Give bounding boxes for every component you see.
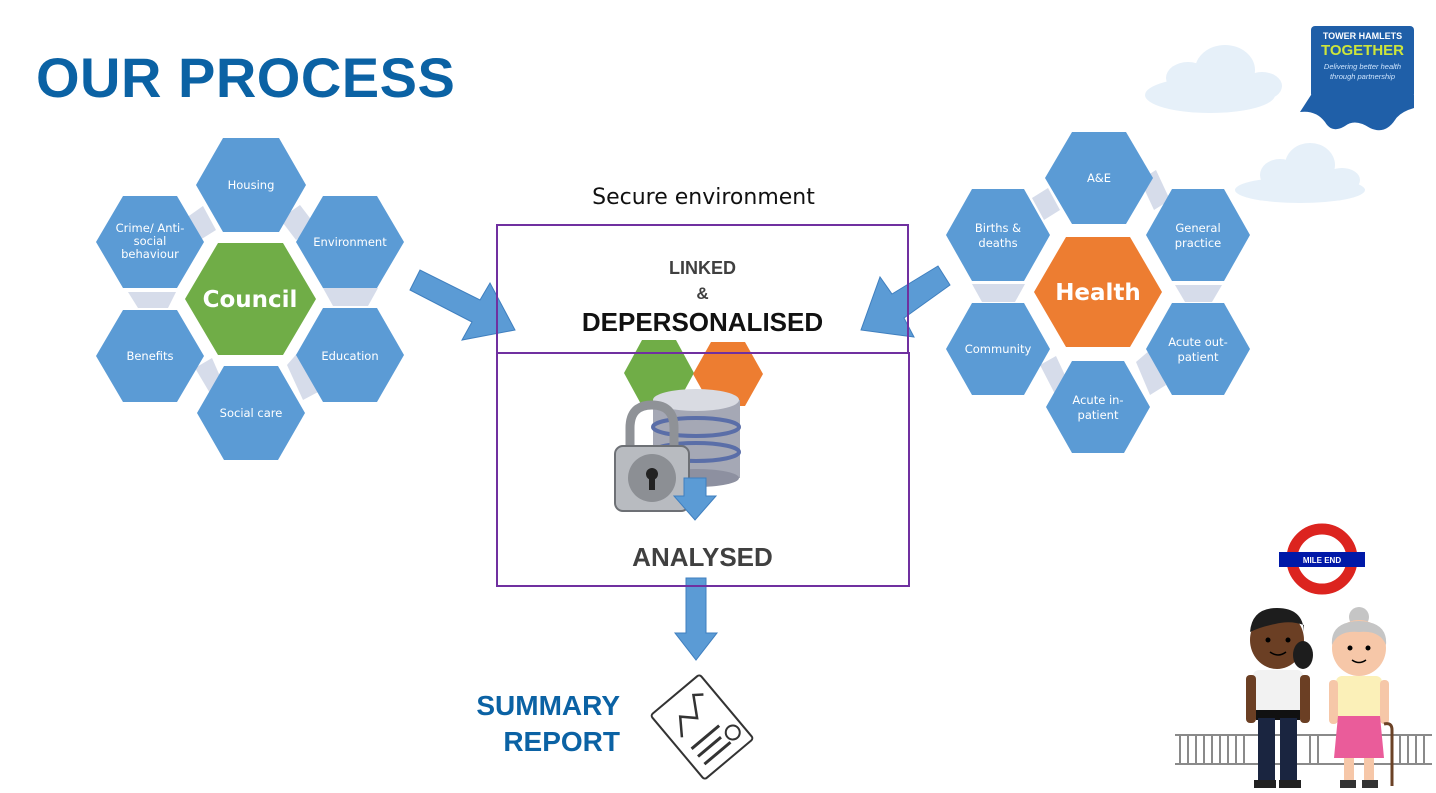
station-name: MILE END — [1303, 556, 1341, 565]
hex-community — [946, 303, 1050, 395]
health-arrow — [860, 265, 951, 338]
cloud-decoration — [1235, 143, 1365, 203]
hex-label-acute-inpatient: Acute in-patient — [1072, 393, 1123, 422]
logo-line-1: TOWER HAMLETS — [1322, 31, 1403, 41]
cloud-decoration — [1145, 45, 1282, 113]
analysed-label: ANALYSED — [632, 542, 773, 572]
secure-box-bottom — [496, 352, 910, 587]
summary-arrow — [673, 577, 719, 661]
green-data-hex — [624, 340, 694, 406]
report-icon — [650, 674, 754, 780]
hex-health-center — [1034, 237, 1162, 347]
person-figure — [1246, 608, 1313, 788]
health-center-label: Health — [1055, 280, 1141, 306]
hex-ae — [1045, 132, 1153, 224]
mile-end-roundel — [1279, 523, 1365, 595]
hex-council-center — [185, 243, 316, 355]
summary-line-1: SUMMARY — [476, 690, 620, 721]
council-hexagons — [96, 138, 404, 460]
hex-acute-outpatient — [1146, 303, 1250, 395]
secure-environment-title: Secure environment — [592, 185, 815, 210]
hex-label-ae: A&E — [1087, 171, 1111, 185]
hex-label-housing: Housing — [228, 178, 275, 192]
hex-acute-inpatient — [1046, 361, 1150, 453]
hex-label-community: Community — [965, 342, 1032, 356]
health-connectors — [972, 170, 1222, 396]
linked-label: LINKED — [669, 258, 736, 278]
person-figure — [1329, 607, 1394, 788]
hex-label-environment: Environment — [313, 235, 387, 249]
hex-label-education: Education — [321, 349, 378, 363]
hex-environment — [296, 196, 404, 288]
summary-report-label: SUMMARY REPORT — [440, 688, 620, 760]
summary-line-2: REPORT — [503, 726, 620, 757]
page-title: OUR PROCESS — [36, 46, 456, 109]
secure-box-top — [496, 224, 909, 353]
hex-social-care — [197, 366, 305, 460]
hex-benefits — [96, 310, 204, 402]
hex-label-benefits: Benefits — [126, 349, 173, 363]
hex-label-births-deaths: Births &deaths — [975, 221, 1021, 250]
depersonalised-label: DEPERSONALISED — [581, 307, 824, 337]
council-center-label: Council — [203, 287, 298, 313]
hex-label-acute-outpatient: Acute out-patient — [1168, 335, 1228, 364]
logo-line-2: TOGETHER — [1320, 42, 1405, 59]
hex-births-deaths — [946, 189, 1050, 281]
railing-decoration — [1175, 734, 1432, 765]
hex-housing — [196, 138, 306, 232]
tower-hamlets-together-logo: TOWER HAMLETS TOGETHER Delivering better… — [1311, 26, 1414, 98]
hex-education — [296, 308, 404, 402]
hex-label-social-care: Social care — [220, 406, 283, 420]
health-hexagons — [946, 132, 1250, 453]
padlock-icon — [614, 400, 690, 512]
ampersand-label: & — [696, 284, 709, 303]
logo-wave-shape — [1300, 95, 1414, 131]
council-arrow — [409, 269, 516, 341]
hex-general-practice — [1146, 189, 1250, 281]
analysed-arrow — [672, 477, 718, 521]
hex-crime — [96, 196, 204, 288]
